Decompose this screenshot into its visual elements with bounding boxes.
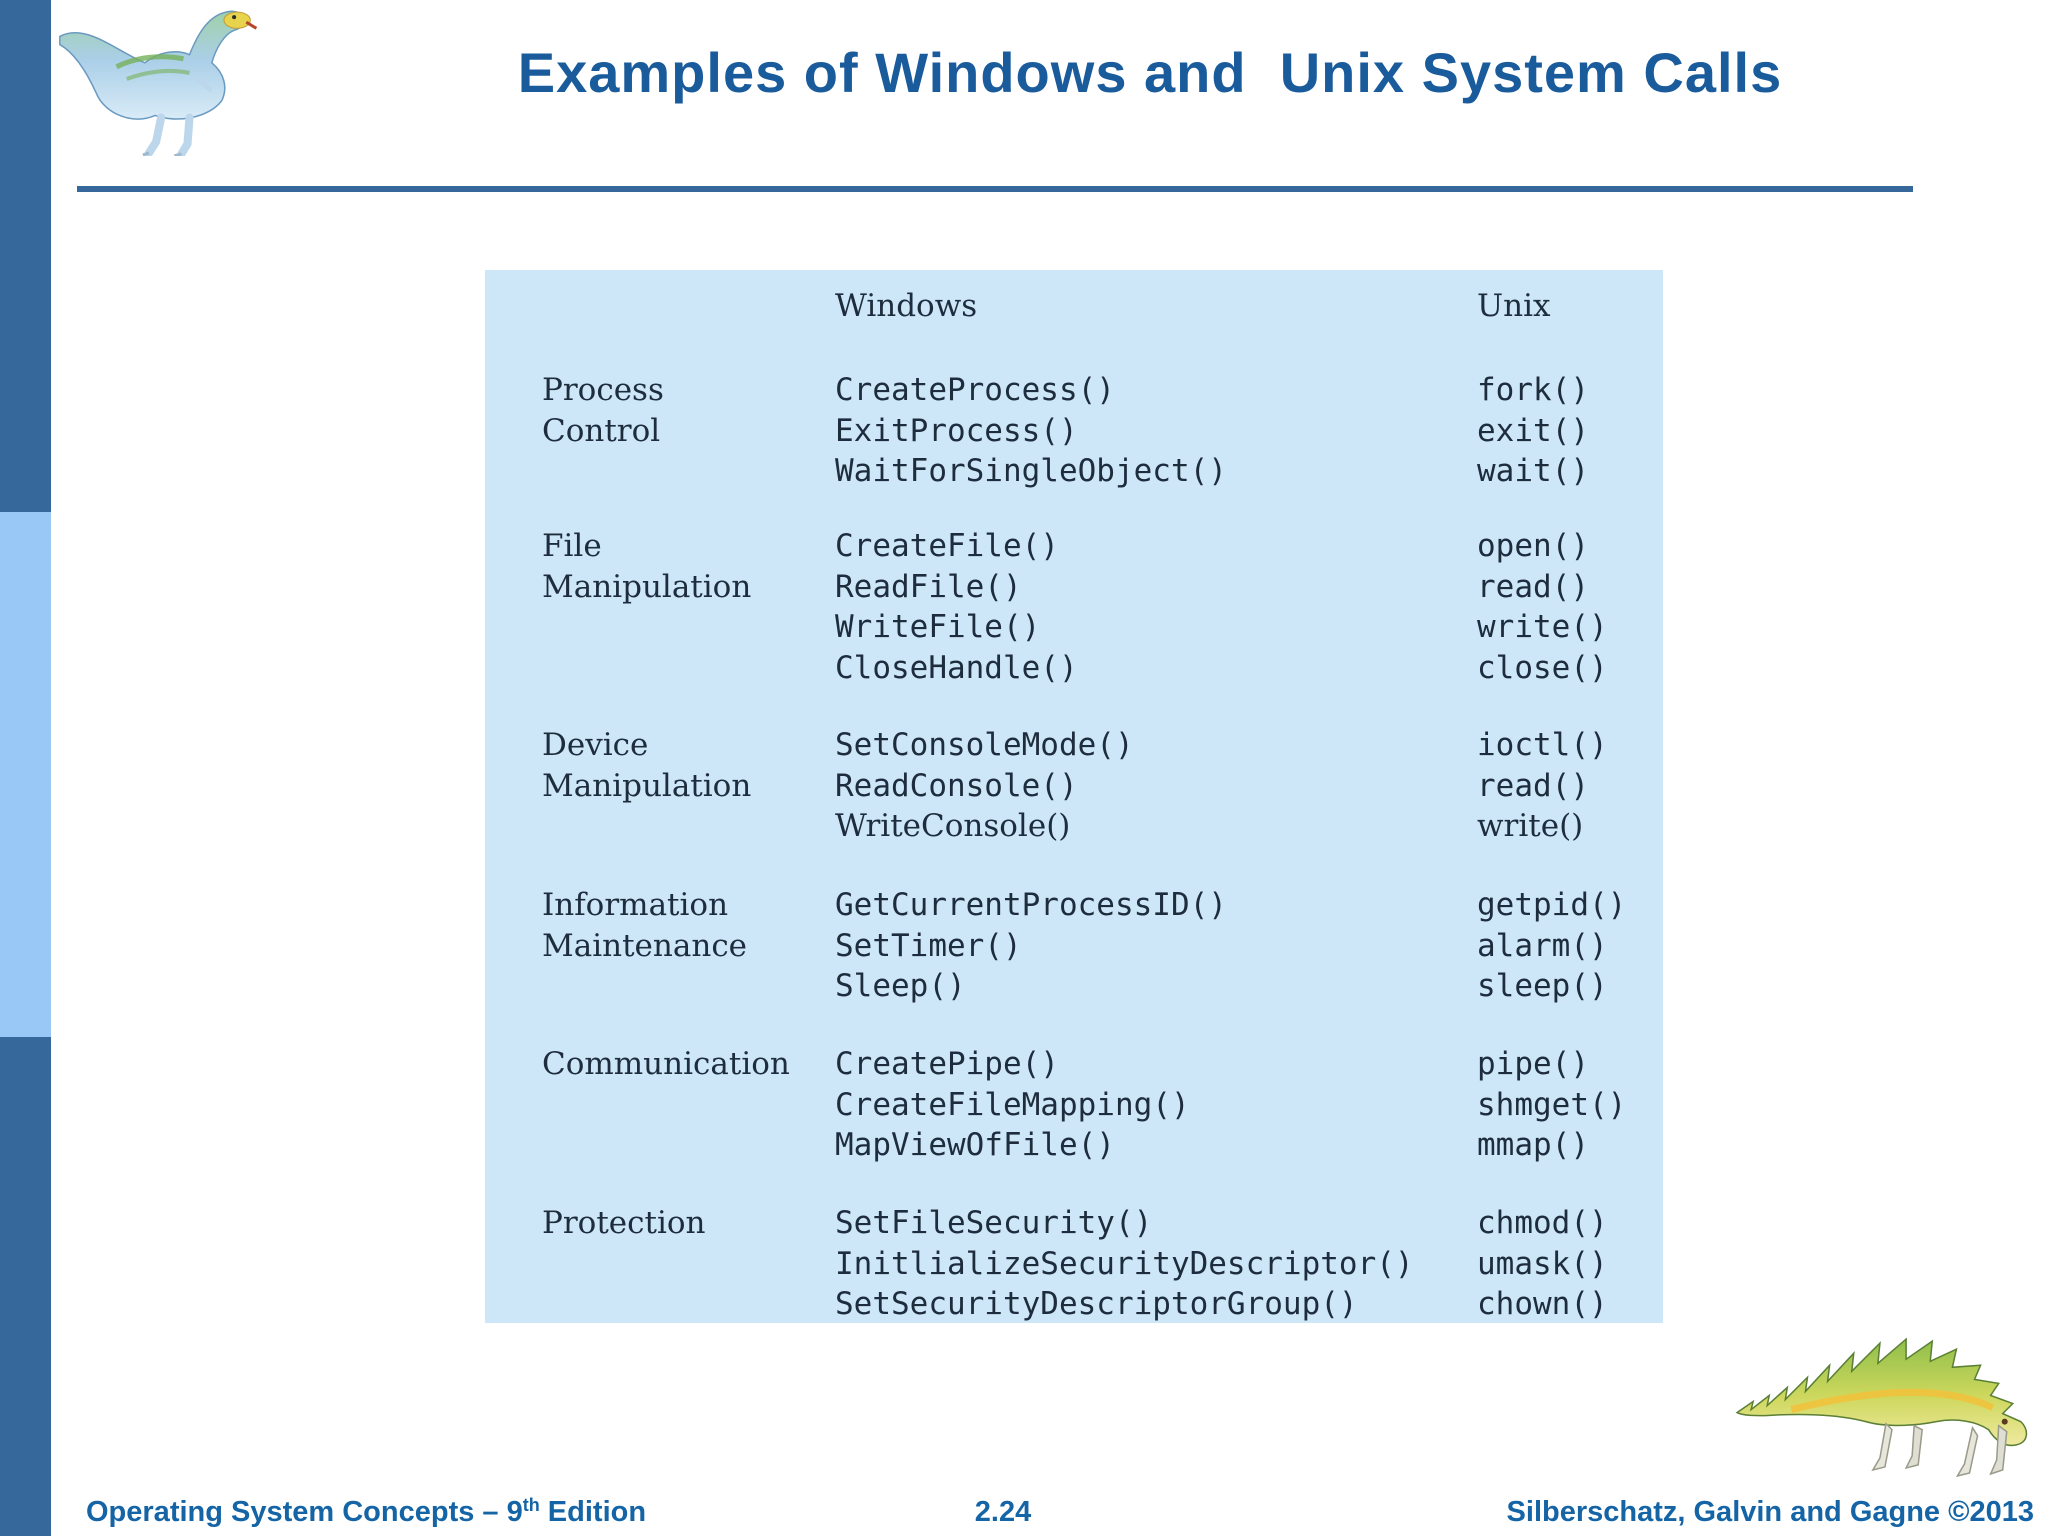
unix-call: write() [1477,609,1608,645]
category-line: Manipulation [542,568,752,605]
windows-call: CreateFileMapping() [835,1086,1190,1123]
windows-call: SetFileSecurity() [835,1205,1153,1241]
category-label: Information Maintenance [542,885,832,966]
category-line: Process [542,372,664,408]
unix-call: umask() [1477,1245,1608,1282]
left-bar-middle-segment [0,512,51,1037]
category-line: File [542,528,602,564]
unix-calls: chmod() umask() chown() [1477,1203,1663,1325]
windows-call: CreateFile() [835,528,1059,564]
footer-edition-superscript: th [522,1495,540,1515]
footer-course-text: Operating System Concepts – 9 [86,1496,523,1528]
windows-calls: CreatePipe() CreateFileMapping() MapView… [835,1044,1465,1166]
dinosaur-illustration-icon [1735,1337,2028,1478]
windows-call: CloseHandle() [835,649,1078,686]
footer-edition-text: Edition [539,1496,647,1528]
windows-calls: GetCurrentProcessID() SetTimer() Sleep() [835,885,1465,1007]
windows-call: InitlializeSecurityDescriptor() [835,1245,1414,1282]
category-line: Information [542,887,729,923]
windows-calls: CreateProcess() ExitProcess() WaitForSin… [835,370,1465,492]
windows-call: SetConsoleMode() [835,727,1134,763]
unix-calls: fork() exit() wait() [1477,370,1663,492]
unix-call: sleep() [1477,968,1608,1004]
unix-calls: open() read() write() close() [1477,526,1663,688]
windows-calls: SetConsoleMode() ReadConsole() WriteCons… [835,725,1465,847]
category-label: File Manipulation [542,526,832,607]
unix-calls: ioctl() read() write() [1477,725,1663,847]
unix-call: write() [1477,808,1584,844]
unix-call: chown() [1477,1286,1608,1322]
windows-call: WriteConsole() [835,808,1071,844]
system-calls-table: Windows Unix Process Control CreateProce… [485,270,1663,1323]
unix-call: close() [1477,649,1608,686]
unix-call: alarm() [1477,927,1608,964]
windows-call: CreatePipe() [835,1046,1059,1082]
windows-call: GetCurrentProcessID() [835,887,1227,923]
category-line: Device [542,727,649,763]
unix-calls: getpid() alarm() sleep() [1477,885,1663,1007]
windows-call: Sleep() [835,968,966,1004]
footer-authors: Silberschatz, Galvin and Gagne ©2013 [1506,1496,2034,1528]
unix-call: wait() [1477,453,1589,489]
unix-call: shmget() [1477,1086,1627,1123]
unix-call: pipe() [1477,1046,1589,1082]
category-line: Control [542,412,661,449]
column-header-unix: Unix [1477,288,1551,324]
windows-call: WriteFile() [835,609,1041,645]
windows-call: ReadFile() [835,568,1022,605]
windows-call: ExitProcess() [835,412,1078,449]
left-bar-bottom-segment [0,1037,51,1536]
category-line: Communication [542,1046,790,1082]
page-title: Examples of Windows and Unix System Call… [517,41,1783,104]
windows-calls: SetFileSecurity() InitlializeSecurityDes… [835,1203,1465,1325]
unix-call: mmap() [1477,1127,1589,1163]
windows-call: SetSecurityDescriptorGroup() [835,1286,1358,1322]
dinosaur-logo-icon [59,10,258,156]
category-line: Maintenance [542,927,748,964]
windows-call: CreateProcess() [835,372,1115,408]
title-divider [77,186,1913,192]
unix-calls: pipe() shmget() mmap() [1477,1044,1663,1166]
unix-call: read() [1477,767,1589,804]
windows-call: MapViewOfFile() [835,1127,1115,1163]
category-line: Manipulation [542,767,752,804]
category-line: Protection [542,1205,706,1241]
column-header-windows: Windows [835,288,978,324]
unix-call: chmod() [1477,1205,1608,1241]
unix-call: fork() [1477,372,1589,408]
windows-call: SetTimer() [835,927,1022,964]
unix-call: exit() [1477,412,1589,449]
windows-calls: CreateFile() ReadFile() WriteFile() Clos… [835,526,1465,688]
unix-call: read() [1477,568,1589,605]
windows-call: ReadConsole() [835,767,1078,804]
category-label: Protection [542,1203,832,1244]
windows-call: WaitForSingleObject() [835,453,1227,489]
left-bar-top-segment [0,0,51,512]
footer-course-title: Operating System Concepts – 9th Edition [86,1496,646,1529]
category-label: Device Manipulation [542,725,832,806]
unix-call: ioctl() [1477,727,1608,763]
footer-page-number: 2.24 [974,1496,1032,1528]
unix-call: getpid() [1477,887,1627,923]
unix-call: open() [1477,528,1589,564]
category-label: Communication [542,1044,832,1085]
category-label: Process Control [542,370,832,451]
